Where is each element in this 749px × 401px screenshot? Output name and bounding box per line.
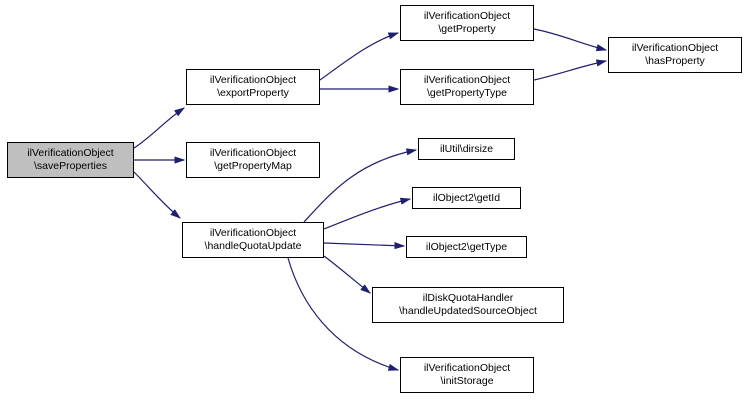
node-getPropertyType[interactable]: ilVerificationObject \getPropertyType <box>400 69 534 105</box>
node-label-line: ilVerificationObject <box>423 74 511 86</box>
node-label-line: ilDiskQuotaHandler <box>422 292 514 304</box>
node-label-line: ilVerificationObject <box>209 74 297 86</box>
edge-exportProperty-getProperty <box>319 32 400 81</box>
node-getPropertyMap[interactable]: ilVerificationObject \getPropertyMap <box>186 142 320 178</box>
node-initStorage[interactable]: ilVerificationObject \initStorage <box>400 357 534 393</box>
node-getId[interactable]: ilObject2\getId <box>412 187 521 209</box>
node-label-line: \handleQuotaUpdate <box>204 240 302 252</box>
node-label-line: \handleUpdatedSourceObject <box>399 305 537 317</box>
node-label-line: \getProperty <box>438 23 496 35</box>
node-getProperty[interactable]: ilVerificationObject \getProperty <box>400 5 534 41</box>
edge-getProperty-hasProperty <box>533 28 608 52</box>
node-hasProperty[interactable]: ilVerificationObject \hasProperty <box>608 37 742 73</box>
node-label-line: ilUtil\dirsize <box>439 142 494 155</box>
node-label-line: \getPropertyType <box>427 87 507 99</box>
node-label-line: ilObject2\getId <box>432 191 501 204</box>
node-label-line: ilVerificationObject <box>209 227 297 239</box>
node-getType[interactable]: ilObject2\getType <box>406 236 527 258</box>
node-label-line: \exportProperty <box>217 87 289 99</box>
node-label-line: ilVerificationObject <box>423 362 511 374</box>
edge-handleQuotaUpdate-handleUpdatedSourceObject <box>323 255 371 294</box>
node-label-line: \getPropertyMap <box>214 160 292 172</box>
node-label-line: ilVerificationObject <box>631 42 719 54</box>
edge-getPropertyType-hasProperty <box>533 59 608 81</box>
node-label-line: ilObject2\getType <box>425 240 508 253</box>
edge-handleQuotaUpdate-getId <box>323 197 412 230</box>
node-dirsize[interactable]: ilUtil\dirsize <box>418 138 515 160</box>
node-handleUpdatedSourceObject[interactable]: ilDiskQuotaHandler \handleUpdatedSourceO… <box>372 287 564 323</box>
node-exportProperty[interactable]: ilVerificationObject \exportProperty <box>186 69 320 105</box>
node-label-line: ilVerificationObject <box>209 147 297 159</box>
node-label-line: \initStorage <box>440 375 494 387</box>
edge-handleQuotaUpdate-getType <box>323 242 406 250</box>
edge-saveProperties-handleQuotaUpdate <box>133 171 181 219</box>
node-label-line: ilVerificationObject <box>27 147 114 159</box>
node-saveProperties[interactable]: ilVerificationObject \saveProperties <box>7 142 134 178</box>
node-label-line: ilVerificationObject <box>423 10 511 22</box>
node-handleQuotaUpdate[interactable]: ilVerificationObject \handleQuotaUpdate <box>182 222 324 258</box>
node-label-line: \hasProperty <box>645 55 705 67</box>
edge-saveProperties-exportProperty <box>133 107 185 149</box>
node-label-line: \saveProperties <box>34 160 107 172</box>
edge-handleQuotaUpdate-dirsize <box>303 148 418 223</box>
